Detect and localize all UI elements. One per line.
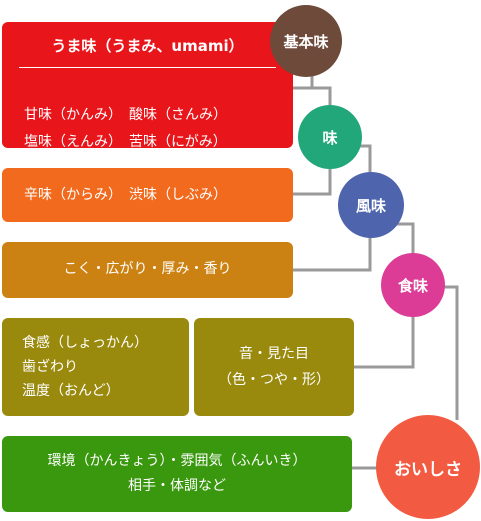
connector-koku-flavor [293,232,372,272]
connector-spicy-taste [293,166,332,196]
connector-food-delicious [440,285,459,420]
spicy-box: 辛味（からみ） 渋味（しぶみ） [2,168,293,222]
food-taste-label: 食味 [397,276,428,295]
texture-line3: 温度（おんど） [22,383,120,399]
flavor-label: 風味 [355,196,386,215]
deliciousness-circle: おいしさ [376,415,480,519]
deliciousness-label: おいしさ [394,459,462,480]
texture-line2: 歯ざわり [22,359,78,375]
basic-taste-label: 基本味 [283,32,329,51]
umami-divider [19,67,276,68]
umami-line2: 塩味（えんみ） 苦味（にがみ） [24,134,227,150]
umami-box: うま味（うまみ、umami） 甘味（かんみ） 酸味（さんみ） 塩味（えんみ） 苦… [2,22,293,150]
env-line1: 環境（かんきょう）・雰囲気（ふんいき） [47,453,307,469]
taste-circle: 味 [298,105,362,169]
koku-box: こく・広がり・厚み・香り [2,242,293,298]
env-line2: 相手・体調など [128,478,226,494]
flavor-circle: 風味 [338,172,404,238]
sound-box: 音・見た目 （色・つや・形） [194,318,354,416]
taste-label: 味 [322,128,338,147]
koku-text: こく・広がり・厚み・香り [63,261,232,277]
texture-box: 食感（しょっかん） 歯ざわり 温度（おんど） [2,318,189,416]
basic-taste-circle: 基本味 [270,5,342,77]
connector-sound-food [354,316,415,369]
texture-line1: 食感（しょっかん） [22,335,148,351]
umami-title: うま味（うまみ、umami） [51,37,244,55]
umami-line1: 甘味（かんみ） 酸味（さんみ） [24,107,227,123]
sound-line1: 音・見た目 [239,346,309,362]
spicy-text: 辛味（からみ） 渋味（しぶみ） [24,187,227,203]
env-box: 環境（かんきょう）・雰囲気（ふんいき） 相手・体調など [2,436,352,512]
food-taste-circle: 食味 [381,253,445,317]
sound-line2: （色・つや・形） [218,372,330,388]
